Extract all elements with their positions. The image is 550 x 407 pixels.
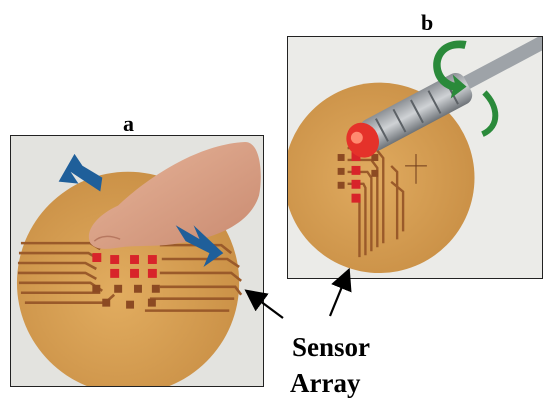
- photo-panel-b: [287, 36, 543, 279]
- circuit-board: [288, 82, 475, 274]
- green-rotation-arrow: [433, 40, 467, 99]
- photo-panel-a: [10, 135, 264, 387]
- screwdriver: [346, 37, 542, 158]
- contact-pads: [92, 284, 160, 309]
- blue-arrow-left: [58, 153, 103, 192]
- panel-a-label: a: [123, 111, 134, 136]
- sensor-pads: [92, 253, 157, 278]
- panel-b-label: b: [421, 10, 434, 35]
- screwdriver-rotate-illustration: [288, 37, 542, 278]
- sensor-array-caption-line2: Array: [290, 368, 361, 398]
- sensor-pads: [351, 152, 361, 203]
- sensor-array-caption-line1: Sensor: [292, 332, 371, 362]
- scale-marking: [405, 154, 427, 184]
- contact-pads: [337, 154, 379, 189]
- red-tip: [346, 122, 380, 158]
- blue-arrow-right: [175, 225, 224, 267]
- finger: [88, 141, 261, 249]
- finger-press-illustration: [11, 136, 263, 386]
